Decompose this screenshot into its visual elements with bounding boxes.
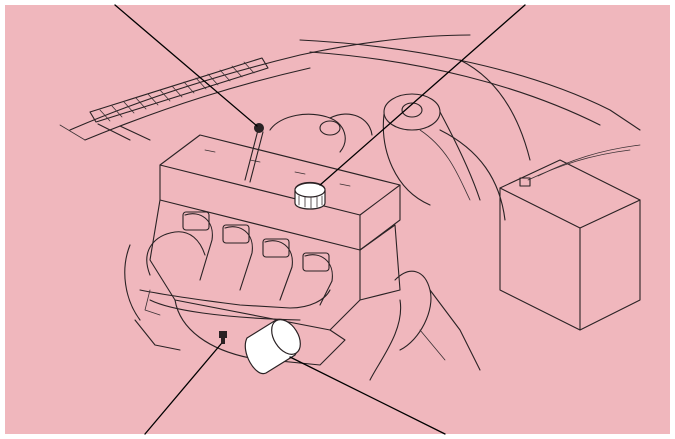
oil-filler-cap-icon	[295, 183, 325, 210]
diagram-background	[5, 5, 670, 434]
